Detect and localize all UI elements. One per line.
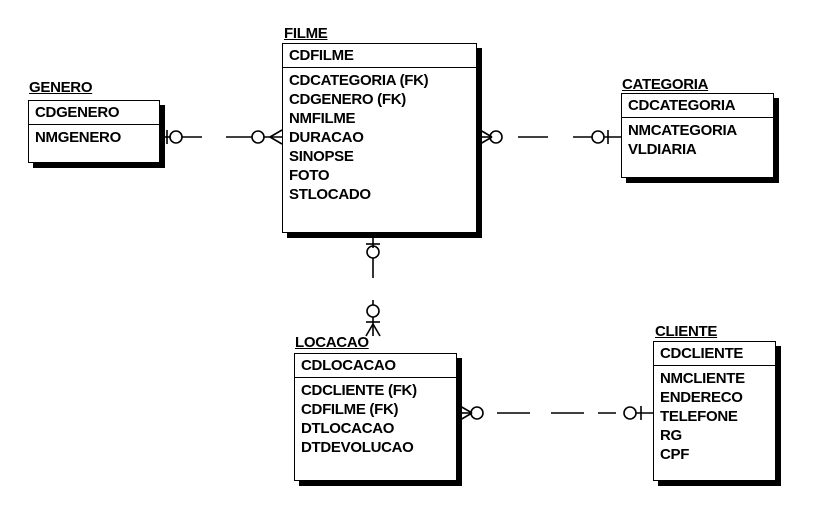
attribute: NMCATEGORIA xyxy=(628,122,737,139)
entity-title-cliente: CLIENTE xyxy=(655,323,718,340)
entity-title-filme: FILME xyxy=(284,25,328,42)
attribute: DURACAO xyxy=(289,129,364,146)
primary-key: CDLOCACAO xyxy=(295,354,456,378)
relationship-locacao-cliente xyxy=(459,405,653,421)
attribute-list: CDCLIENTE (FK) CDFILME (FK) DTLOCACAO DT… xyxy=(295,378,456,460)
attribute-list: CDCATEGORIA (FK) CDGENERO (FK) NMFILME D… xyxy=(283,68,476,207)
attribute: CDCATEGORIA (FK) xyxy=(289,72,429,89)
relationship-filme-locacao xyxy=(365,236,381,337)
attribute: DTDEVOLUCAO xyxy=(301,439,414,456)
primary-key: CDCLIENTE xyxy=(654,342,775,366)
entity-title-locacao: LOCACAO xyxy=(295,334,369,351)
attribute: NMFILME xyxy=(289,110,356,127)
attribute: VLDIARIA xyxy=(628,141,697,158)
attribute: CPF xyxy=(660,446,690,463)
attribute: RG xyxy=(660,427,682,444)
attribute: CDFILME (FK) xyxy=(301,401,399,418)
relationship-filme-categoria xyxy=(479,129,622,145)
entity-categoria[interactable]: CDCATEGORIA NMCATEGORIA VLDIARIA xyxy=(621,93,774,178)
entity-title-genero: GENERO xyxy=(29,79,93,96)
primary-key: CDGENERO xyxy=(29,101,159,125)
attribute: FOTO xyxy=(289,167,330,184)
primary-key: CDCATEGORIA xyxy=(622,94,773,118)
attribute-list: NMGENERO xyxy=(29,125,159,150)
attribute: SINOPSE xyxy=(289,148,354,165)
relationship-genero-filme xyxy=(160,129,283,145)
entity-locacao[interactable]: CDLOCACAO CDCLIENTE (FK) CDFILME (FK) DT… xyxy=(294,353,457,481)
primary-key: CDFILME xyxy=(283,44,476,68)
entity-genero[interactable]: CDGENERO NMGENERO xyxy=(28,100,160,163)
attribute-list: NMCLIENTE ENDERECO TELEFONE RG CPF xyxy=(654,366,775,467)
entity-cliente[interactable]: CDCLIENTE NMCLIENTE ENDERECO TELEFONE RG… xyxy=(653,341,776,481)
attribute: CDCLIENTE (FK) xyxy=(301,382,417,399)
attribute: CDGENERO (FK) xyxy=(289,91,406,108)
attribute: DTLOCACAO xyxy=(301,420,395,437)
attribute: STLOCADO xyxy=(289,186,371,203)
attribute-list: NMCATEGORIA VLDIARIA xyxy=(622,118,773,162)
attribute: ENDERECO xyxy=(660,389,743,406)
attribute: NMGENERO xyxy=(35,129,121,146)
attribute: NMCLIENTE xyxy=(660,370,745,387)
entity-title-categoria: CATEGORIA xyxy=(622,76,709,93)
attribute: TELEFONE xyxy=(660,408,738,425)
entity-filme[interactable]: CDFILME CDCATEGORIA (FK) CDGENERO (FK) N… xyxy=(282,43,477,233)
